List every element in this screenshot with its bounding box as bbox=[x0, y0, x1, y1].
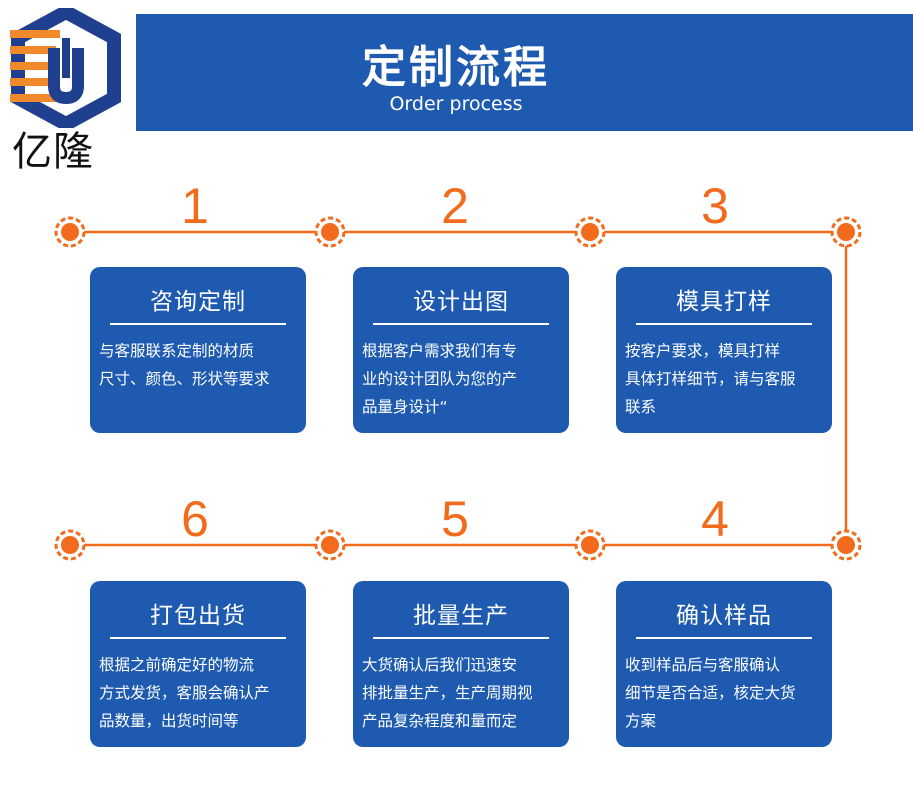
step-description: 大货确认后我们迅速安 排批量生产，生产周期视 产品复杂程度和量而定 bbox=[362, 656, 533, 730]
logo: 亿隆 bbox=[0, 0, 130, 185]
flow-node-icon bbox=[574, 216, 606, 248]
step-number-6: 6 bbox=[181, 491, 209, 547]
step-number-2: 2 bbox=[441, 178, 469, 234]
flow-node-icon bbox=[54, 216, 86, 248]
step-card-6: 打包出货 根据之前确定好的物流 方式发货，客服会确认产 品数量，出货时间等 bbox=[90, 581, 306, 747]
step-card-5: 批量生产 大货确认后我们迅速安 排批量生产，生产周期视 产品复杂程度和量而定 bbox=[353, 581, 569, 747]
step-title: 咨询定制 bbox=[110, 283, 286, 325]
step-card-3: 模具打样 按客户要求，模具打样 具体打样细节，请与客服 联系 bbox=[616, 267, 832, 433]
flow-node-icon bbox=[830, 216, 862, 248]
page-title: 定制流程 bbox=[362, 42, 550, 93]
step-title: 模具打样 bbox=[636, 283, 812, 325]
step-description: 根据之前确定好的物流 方式发货，客服会确认产 品数量，出货时间等 bbox=[99, 656, 270, 730]
flow-node-icon bbox=[314, 216, 346, 248]
step-title: 打包出货 bbox=[110, 597, 286, 639]
step-title: 确认样品 bbox=[636, 597, 812, 639]
step-number-3: 3 bbox=[701, 178, 729, 234]
step-title: 设计出图 bbox=[373, 283, 549, 325]
flow-node-icon bbox=[574, 529, 606, 561]
step-description: 收到样品后与客服确认 细节是否合适，核定大货 方案 bbox=[625, 656, 796, 730]
yilong-hexagon-logo-icon bbox=[10, 8, 121, 128]
step-card-1: 咨询定制 与客服联系定制的材质 尺寸、颜色、形状等要求 bbox=[90, 267, 306, 433]
step-number-1: 1 bbox=[181, 178, 209, 234]
step-description: 按客户要求，模具打样 具体打样细节，请与客服 联系 bbox=[625, 342, 796, 416]
step-number-4: 4 bbox=[701, 491, 729, 547]
step-number-5: 5 bbox=[441, 491, 469, 547]
step-description: 与客服联系定制的材质 尺寸、颜色、形状等要求 bbox=[99, 342, 270, 388]
logo-text: 亿隆 bbox=[12, 129, 94, 175]
step-card-2: 设计出图 根据客户需求我们有专 业的设计团队为您的产 品量身设计“ bbox=[353, 267, 569, 433]
page-subtitle: Order process bbox=[389, 93, 523, 115]
step-description: 根据客户需求我们有专 业的设计团队为您的产 品量身设计“ bbox=[362, 342, 518, 416]
flow-node-icon bbox=[314, 529, 346, 561]
step-title: 批量生产 bbox=[373, 597, 549, 639]
flow-node-icon bbox=[830, 529, 862, 561]
flow-node-icon bbox=[54, 529, 86, 561]
header-banner: 定制流程 Order process bbox=[136, 14, 913, 131]
step-card-4: 确认样品 收到样品后与客服确认 细节是否合适，核定大货 方案 bbox=[616, 581, 832, 747]
